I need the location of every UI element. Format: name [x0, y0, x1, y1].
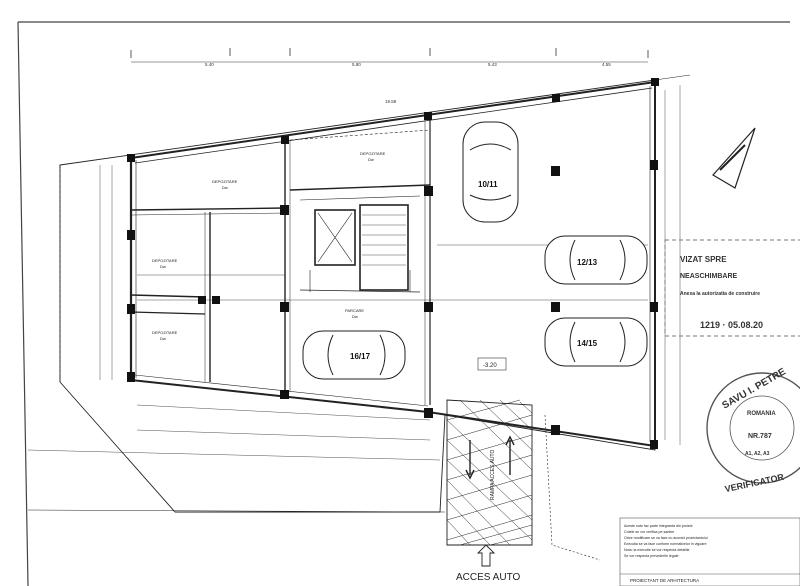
room-area: Dw [160, 336, 166, 341]
note-line: Nota: la executie se vor respecta detali… [624, 548, 690, 552]
north-arrow-icon [712, 127, 756, 189]
note-line: Se vor respecta prevederile legale [624, 554, 679, 558]
room-area: Dw [160, 264, 166, 269]
level-marker: -3.20 [477, 357, 507, 371]
car-spot-label: 12/13 [577, 258, 598, 267]
note-line: Cotele se vor verifica pe santier [624, 530, 675, 534]
room-label: PARCARE [345, 308, 364, 313]
ramp-label: RAMPA ACCES AUTO [490, 450, 496, 500]
level-value: -3.20 [483, 363, 497, 369]
dim-3: 5.43 [488, 62, 497, 67]
stamp-line-2: NEASCHIMBARE [680, 273, 738, 280]
stamp-line-3: Anexa la autorizatia de construire [680, 291, 760, 297]
room-area: Dw [352, 314, 358, 319]
access-ramp: RAMPA ACCES AUTO [446, 399, 533, 546]
room-label: DEPOZITARE [360, 151, 386, 156]
note-line: Aceste note fac parte integranta din pro… [624, 524, 693, 528]
car-12-13: 12/13 [544, 235, 648, 285]
entrance-label: ACCES AUTO [456, 572, 520, 583]
car-spot-label: 16/17 [350, 352, 371, 361]
stamp-line-1: VIZAT SPRE [680, 255, 727, 264]
dim-4: 4.55 [602, 62, 611, 67]
car-spot-label: 14/15 [577, 339, 598, 348]
room-labels: DEPOZITARE Dw DEPOZITARE Dw DEPOZITARE D… [152, 151, 386, 341]
car-16-17: 16/17 [302, 330, 406, 380]
room-label: DEPOZITARE [212, 179, 238, 184]
car-14-15: 14/15 [544, 317, 648, 367]
dim-overall: 19.58 [385, 99, 397, 104]
room-label: DEPOZITARE [152, 330, 178, 335]
note-line: Orice modificare se va face cu acordul p… [624, 536, 708, 540]
car-spot-label: 10/11 [478, 180, 498, 189]
room-area: Dw [222, 185, 228, 190]
building-walls [27, 81, 681, 461]
axis-markers-top [130, 48, 649, 63]
seal-code: NR.787 [748, 433, 772, 440]
structural-columns [127, 78, 659, 449]
room-area: Dw [368, 157, 374, 162]
dim-1: 5.40 [205, 62, 214, 67]
title-block-heading: PROIECTANT DE ARHITECTURA [630, 578, 699, 583]
title-block: Aceste note fac parte integranta din pro… [619, 517, 800, 586]
seal-letters: A1, A2, A3 [745, 451, 770, 457]
stamp-date: 1219 · 05.08.20 [700, 320, 763, 330]
top-dimensions: 5.40 5.80 5.43 4.55 19.58 [205, 62, 611, 104]
seal-country: ROMANIA [747, 411, 776, 417]
entrance-arrow-icon [476, 544, 496, 567]
note-line: Executia se va face conform normativelor… [624, 542, 707, 546]
sheet-border [17, 21, 790, 586]
room-label: DEPOZITARE [152, 258, 178, 263]
dim-2: 5.80 [352, 62, 361, 67]
approval-stamp: VIZAT SPRE NEASCHIMBARE Anexa la autoriz… [664, 239, 800, 337]
car-10-11: 10/11 [462, 121, 519, 223]
verificator-seal: SAVU I. PETRE ROMANIA NR.787 A1, A2, A3 … [706, 366, 800, 494]
